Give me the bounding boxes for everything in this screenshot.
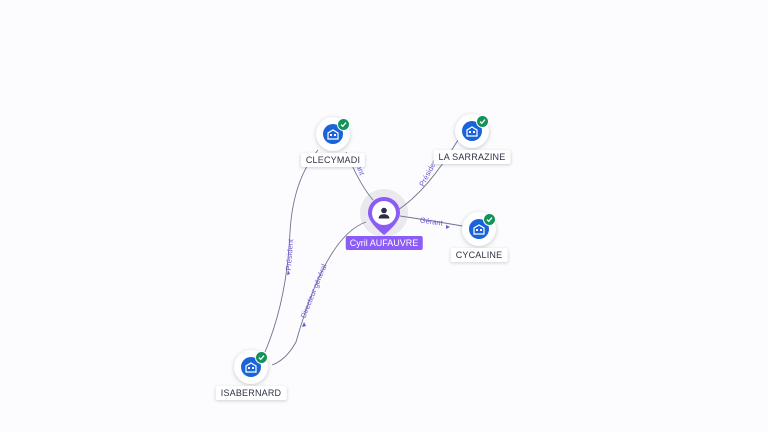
- verified-check-icon: [337, 118, 350, 131]
- company-label: CLECYMADI: [300, 153, 366, 167]
- edge-arrow-cycaline: [446, 225, 450, 229]
- company-label: ISABERNARD: [215, 386, 287, 400]
- edge-arrow-isabernard: [302, 322, 306, 327]
- verified-check-icon: [476, 115, 489, 128]
- company-label: CYCALINE: [450, 248, 508, 262]
- company-label: LA SARRAZINE: [433, 150, 511, 164]
- edge-label-cycaline: Gérant: [419, 215, 444, 227]
- edge-label-isabernard: Directeur général: [299, 262, 329, 319]
- edge-label-isabernard-clecymadi: Président: [284, 238, 295, 271]
- verified-check-icon: [255, 351, 268, 364]
- person-name: Cyril AUFAUVRE: [345, 236, 423, 250]
- person-pin-icon: [368, 197, 400, 235]
- edge-arrow-isabernard-clecymadi: [287, 270, 290, 275]
- verified-check-icon: [483, 213, 496, 226]
